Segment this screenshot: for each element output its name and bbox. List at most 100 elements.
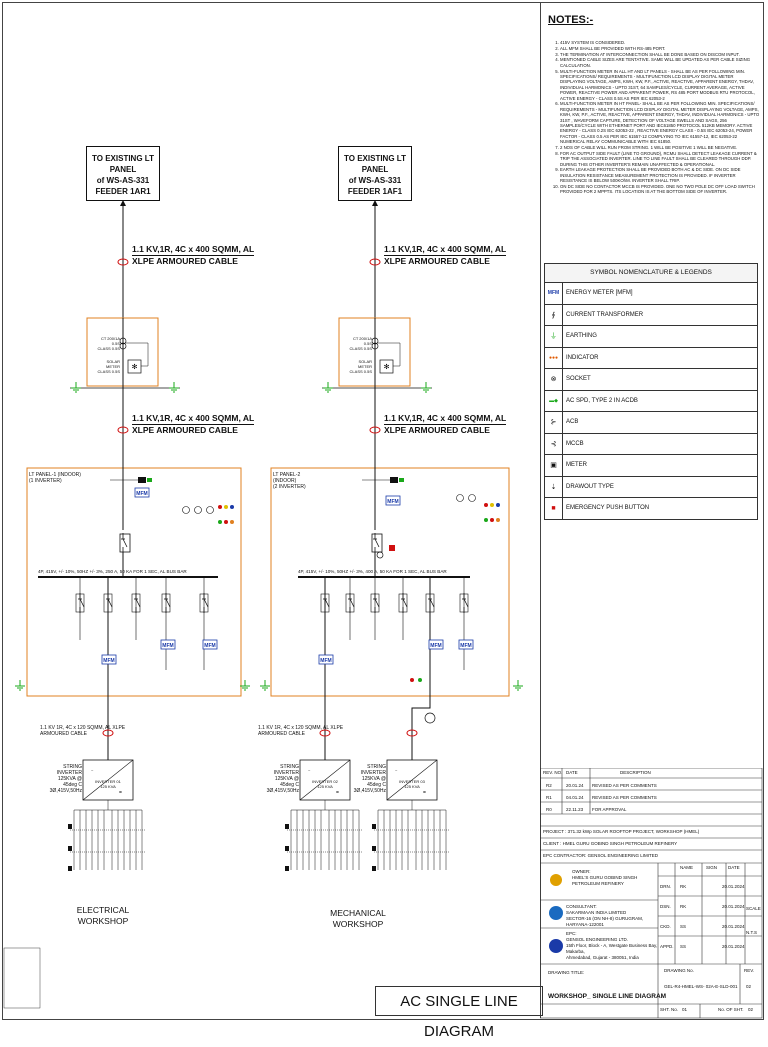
- svg-text:MFM: MFM: [460, 643, 471, 649]
- legend-row: ⊗SOCKET: [545, 369, 757, 391]
- sheet-no: 01: [682, 1007, 688, 1012]
- frame-separator: [540, 2, 541, 1018]
- rev-header-date: DATE: [566, 770, 578, 775]
- cable-label-right-top: 1.1 KV,1R, 4C x 400 SQMM, AL XLPE ARMOUR…: [384, 244, 507, 266]
- emergency-push-button-icon: ■: [545, 498, 563, 519]
- drawing-title: WORKSHOP_ SINGLE LINE DIAGRAM: [548, 993, 667, 1000]
- mccb-icon: ⊰: [545, 433, 563, 454]
- rev-row: 22.11.23: [566, 807, 584, 812]
- rev-row: 04.01.24: [566, 795, 584, 800]
- cable-label-right-mid: 1.1 KV,1R, 4C x 400 SQMM, AL XLPE ARMOUR…: [384, 413, 507, 435]
- epc-line: EPC CONTRACTOR: GENSOL ENGINEERING LIMIT…: [543, 853, 659, 858]
- approval-cell: DRN.: [660, 884, 671, 889]
- rev-header-no: REV. NO.: [543, 770, 563, 775]
- legend-row: ▬◆AC SPD, TYPE 2 IN ACDB: [545, 390, 757, 412]
- sheet-count-label: No. OF SHT.: [718, 1007, 744, 1012]
- approval-cell: 20.01.2024: [722, 944, 745, 949]
- legend-row: ⊱ACB: [545, 412, 757, 434]
- drawing-no: GEL-R4-HMEL-WS- 02A-E-SLD-001: [664, 984, 738, 989]
- svg-text:✻: ✻: [132, 363, 138, 371]
- lt-panel-2-title: LT PANEL-2 (INDOOR) (2 INVERTER): [273, 472, 306, 490]
- note-item: ALL MFM SHALL BE PROVIDED WITH RS-485 PO…: [560, 46, 760, 51]
- busbar-label-left: 4P, 415V, +/- 10%, 50HZ +/- 3%, 250 A, 5…: [38, 569, 187, 574]
- inverter-label-right-2: STRING INVERTER 125KVA @ 45deg C 3Ø,415V…: [353, 764, 386, 794]
- legend-row: ●●●INDICATOR: [545, 347, 757, 369]
- note-item: ON DC SIDE NO CONTACTOR MCCB IS PROVIDED…: [560, 184, 760, 195]
- client-line: CLIENT : HMEL GURU GOBIND SINGH PETROLEU…: [543, 841, 678, 846]
- note-item: MULTI-FUNCTION METER IN HT PANEL- SHALL …: [560, 101, 760, 144]
- svg-text:MFM: MFM: [136, 491, 147, 497]
- existing-panel-right: TO EXISTING LT PANEL of WS-AS-331 FEEDER…: [338, 146, 412, 201]
- rev-value: 02: [746, 984, 752, 989]
- sld-diagram: ~ = ✻: [3, 200, 524, 1009]
- svg-text:MFM: MFM: [320, 658, 331, 664]
- notes-title: NOTES:-: [548, 14, 594, 26]
- svg-text:MFM: MFM: [103, 658, 114, 664]
- inverter-tag-right-1: INVERTER 02 125 KVA: [312, 779, 338, 789]
- feeder-cable-left: 1.1 KV 1R, 4C x 120 SQMM, AL XLPE ARMOUR…: [40, 725, 126, 737]
- banner-title: AC SINGLE LINE DIAGRAM: [375, 986, 543, 1040]
- svg-text:MFM: MFM: [204, 643, 215, 649]
- rev-row: REVISED AS PER COMMENTS: [592, 795, 657, 800]
- approval-cell: 20.01.2024: [722, 924, 745, 929]
- legend-row: ∮CURRENT TRANSFORMER: [545, 304, 757, 326]
- approval-cell: CKD.: [660, 924, 671, 929]
- current-transformer-icon: ∮: [545, 304, 563, 325]
- drawing-frame: [2, 2, 764, 1020]
- meter-box-left-text: CT 200/1A 0.5S CLASS 0.5S SOLAR METER CL…: [97, 336, 120, 374]
- approval-cell: APPD.: [660, 944, 674, 949]
- approval-header-name: NAME: [680, 865, 694, 870]
- note-item: EARTH LEAKAGE PROTECTION SHALL BE PROVID…: [560, 167, 760, 183]
- note-item: 2 NOS OF CABLE WILL RUN FROM STRING. 1 W…: [560, 145, 760, 150]
- drawing-title-label: DRAWING TITLE:: [548, 970, 585, 975]
- scale-label: SCALE: [746, 906, 761, 911]
- notes-section: NOTES:- 415V SYSTEM IS CONSIDERED. ALL M…: [546, 14, 760, 195]
- rev-row: REVISED AS PER COMMENTS: [592, 783, 657, 788]
- socket-icon: ⊗: [545, 369, 563, 390]
- note-item: MENTIONED CABLE SIZES ARE TENTATIVE. SAM…: [560, 57, 760, 68]
- earthing-icon: ⏚: [545, 326, 563, 347]
- rev-row: FOR APPROVAL: [592, 807, 627, 812]
- owner-block: OWNER: HMEL'S GURU GOBIND SINGH PETROLEU…: [572, 869, 638, 886]
- title-block-grid: [540, 768, 763, 1019]
- inverter-tag-right-2: INVERTER 03 125 KVA: [399, 779, 425, 789]
- drawout-icon: ⇣: [545, 476, 563, 497]
- inverter-tag-left: INVERTER 01 125 KVA: [95, 779, 121, 789]
- approval-cell: DSN.: [660, 904, 671, 909]
- approval-cell: 20.01.2024: [722, 904, 745, 909]
- svg-text:MFM: MFM: [162, 643, 173, 649]
- lt-panel-1-title: LT PANEL-1 (INDOOR) (1 INVERTER): [29, 472, 81, 484]
- cable-label-left-mid: 1.1 KV,1R, 4C x 400 SQMM, AL XLPE ARMOUR…: [132, 413, 255, 435]
- inverter-label-left: STRING INVERTER 125KVA @ 45deg C 3Ø,415V…: [49, 764, 82, 794]
- legend-row: ⇣DRAWOUT TYPE: [545, 476, 757, 498]
- approval-header-date: DATE: [728, 865, 740, 870]
- rev-row: R0: [546, 807, 552, 812]
- indicator-icon: ●●●: [545, 347, 563, 368]
- project-line: PROJECT : 371.32 kWp SOLAR ROOFTOP PROJE…: [543, 829, 700, 834]
- epc-block: EPC: GENSOL ENGINEERING LTD. 15th Floor,…: [566, 931, 658, 960]
- meter-box-right-text: CT 200/1A 0.5S CLASS 0.5S SOLAR METER CL…: [349, 336, 372, 374]
- workshop-label-mechanical: MECHANICAL WORKSHOP: [330, 908, 386, 929]
- approval-cell: SS: [680, 924, 687, 929]
- scale-value: N.T.S: [746, 930, 758, 935]
- legend-row: ⏚EARTHING: [545, 326, 757, 348]
- inverter-label-right-1: STRING INVERTER 125KVA @ 45deg C 3Ø,415V…: [266, 764, 299, 794]
- rev-row: R1: [546, 795, 552, 800]
- busbar-label-right: 4P, 415V, +/- 10%, 50HZ +/- 3%, 400 A, 5…: [298, 569, 447, 574]
- rev-label: REV.: [744, 968, 755, 973]
- svg-text:✻: ✻: [384, 363, 390, 371]
- approval-cell: 20.01.2024: [722, 884, 745, 889]
- legend-row: ⊰MCCB: [545, 433, 757, 455]
- rev-row: R2: [546, 783, 552, 788]
- legend-row: ▣METER: [545, 455, 757, 477]
- sheet-no-label: SHT. No.: [660, 1007, 679, 1012]
- legend-row: ■EMERGENCY PUSH BUTTON: [545, 498, 757, 519]
- cable-label-left-top: 1.1 KV,1R, 4C x 400 SQMM, AL XLPE ARMOUR…: [132, 244, 255, 266]
- consultant-block: CONSULTANT: SAKARMAAN INDIA LIMITED SECT…: [566, 904, 644, 927]
- rev-header-desc: DESCRIPTION: [620, 770, 651, 775]
- workshop-label-electrical: ELECTRICAL WORKSHOP: [76, 905, 130, 926]
- note-item: FOR AC OUTPUT SIDE FAULT (LINE TO GROUND…: [560, 151, 760, 167]
- notes-list: 415V SYSTEM IS CONSIDERED. ALL MFM SHALL…: [546, 40, 760, 195]
- approval-cell: RK: [680, 884, 687, 889]
- approval-cell: SS: [680, 944, 687, 949]
